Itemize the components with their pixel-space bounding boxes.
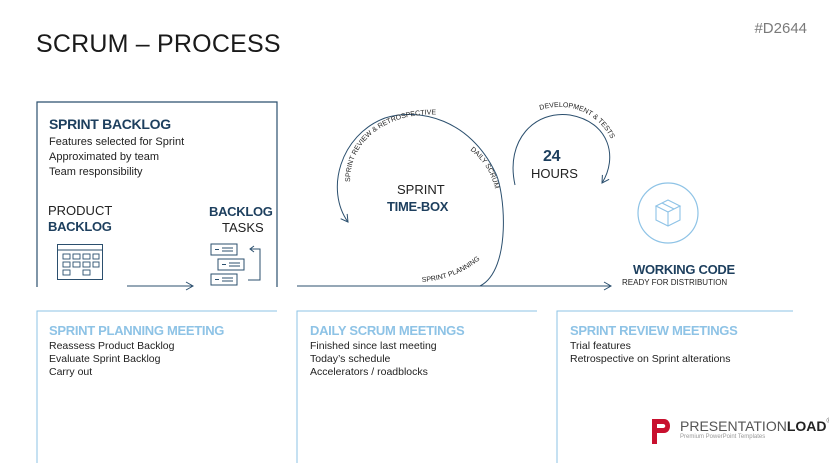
backlog-tasks-icon bbox=[210, 243, 261, 286]
meeting-line: Retrospective on Sprint alterations bbox=[570, 353, 731, 365]
working-code-subtitle: READY FOR DISTRIBUTION bbox=[622, 278, 728, 287]
arc-label-development: DEVELOPMENT & TESTS bbox=[539, 102, 616, 140]
sprint-backlog-line: Features selected for Sprint bbox=[49, 136, 185, 148]
arc-label-planning: SPRINT PLANNING bbox=[422, 255, 482, 284]
sprint-backlog-frame bbox=[36, 101, 278, 287]
product-backlog-label-bottom: BACKLOG bbox=[48, 219, 112, 234]
meeting-line: Evaluate Sprint Backlog bbox=[49, 353, 161, 365]
meeting-line: Finished since last meeting bbox=[310, 340, 437, 352]
planning-meeting-frame bbox=[36, 310, 277, 463]
page-title: SCRUM – PROCESS bbox=[36, 30, 281, 58]
logo-registered: ® bbox=[827, 418, 829, 425]
meeting-line: Accelerators / roadblocks bbox=[310, 366, 428, 378]
presentationload-logo-icon bbox=[652, 419, 670, 444]
meeting-title: DAILY SCRUM MEETINGS bbox=[310, 323, 465, 338]
working-code-title: WORKING CODE bbox=[633, 262, 735, 277]
daily-meeting-box: DAILY SCRUM MEETINGS Finished since last… bbox=[310, 323, 465, 379]
sprint-backlog-title: SPRINT BACKLOG bbox=[49, 116, 171, 132]
meeting-line: Carry out bbox=[49, 366, 93, 378]
logo-brand-light: PRESENTATION bbox=[680, 418, 787, 434]
meeting-line: Trial features bbox=[570, 340, 631, 352]
backlog-tasks-label-top: BACKLOG bbox=[209, 204, 273, 219]
hours-label: HOURS bbox=[531, 166, 578, 181]
sprint-backlog-line: Team responsibility bbox=[49, 166, 143, 178]
backlog-tasks-label-bottom: TASKS bbox=[222, 220, 264, 235]
timebox-label: TIME-BOX bbox=[387, 199, 449, 214]
daily-cycle-arc bbox=[512, 113, 611, 186]
arc-label-daily: DAILY SCRUM bbox=[469, 146, 500, 189]
hours-number: 24 bbox=[543, 148, 561, 165]
meeting-line: Reassess Product Backlog bbox=[49, 340, 175, 352]
sprint-backlog-line: Approximated by team bbox=[49, 151, 160, 163]
product-backlog-label-top: PRODUCT bbox=[48, 203, 113, 218]
meeting-title: SPRINT PLANNING MEETING bbox=[49, 323, 225, 338]
package-icon bbox=[637, 182, 699, 244]
review-meeting-box: SPRINT REVIEW MEETINGS Trial features Re… bbox=[570, 323, 738, 366]
review-meeting-frame bbox=[556, 310, 793, 463]
slide-code: #D2644 bbox=[754, 20, 807, 37]
daily-meeting-frame bbox=[296, 310, 537, 463]
meeting-title: SPRINT REVIEW MEETINGS bbox=[570, 323, 738, 338]
sprint-label: SPRINT bbox=[397, 182, 445, 197]
sprint-backlog-list: Features selected for Sprint Approximate… bbox=[49, 135, 184, 180]
arc-label-review: SPRINT REVIEW & RETROSPECTIVE bbox=[345, 109, 436, 182]
planning-meeting-box: SPRINT PLANNING MEETING Reassess Product… bbox=[49, 323, 224, 379]
logo-brand-bold: LOAD bbox=[786, 418, 827, 434]
meeting-line: Today’s schedule bbox=[310, 353, 391, 365]
presentationload-logo: PRESENTATIONLOAD® bbox=[680, 418, 829, 434]
logo-tagline: Premium PowerPoint Templates bbox=[680, 434, 766, 440]
sprint-cycle-arc bbox=[336, 113, 504, 287]
product-backlog-icon bbox=[57, 244, 103, 280]
